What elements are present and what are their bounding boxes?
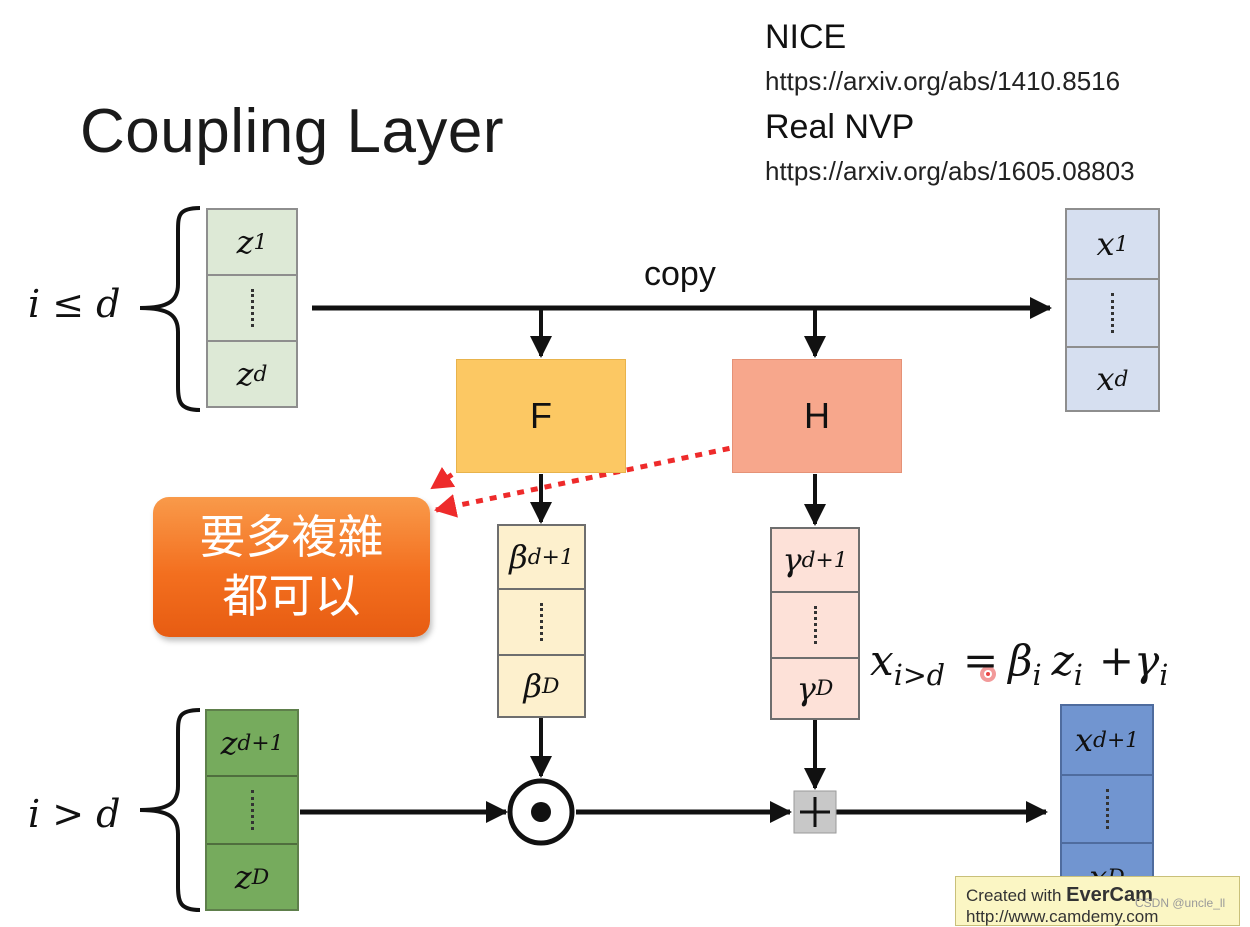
csdn-credit: CSDN @uncle_ll: [1135, 896, 1226, 910]
complexity-callout: 要多複雜 都可以: [153, 497, 430, 637]
ref-name-nice: NICE: [765, 18, 847, 56]
callout-line-2: 都可以: [222, 569, 361, 623]
z-bottom-ellipsis: [207, 777, 297, 845]
copy-label: copy: [644, 255, 716, 293]
function-f-box: F: [456, 359, 626, 473]
ref-name-realnvp: Real NVP: [765, 108, 915, 146]
brace-bottom: [139, 708, 201, 912]
function-h-box: H: [732, 359, 902, 473]
evercam-watermark: Created with EverCam http://www.camdemy.…: [955, 876, 1240, 926]
callout-line-1: 要多複雜: [199, 510, 384, 565]
ref-url-realnvp[interactable]: https://arxiv.org/abs/1605.08803: [765, 156, 1135, 186]
brace-top: [139, 206, 201, 412]
condition-top: i ≤ d: [28, 282, 121, 326]
condition-bottom: i > d: [28, 792, 121, 836]
x-bottom-ellipsis: [1062, 776, 1152, 844]
gamma-ellipsis: [772, 593, 858, 659]
ref-url-nice[interactable]: https://arxiv.org/abs/1410.8516: [765, 66, 1121, 96]
page-title: Coupling Layer: [80, 97, 505, 166]
beta-ellipsis: [499, 590, 584, 656]
z-top-ellipsis: [208, 276, 296, 342]
x-top-ellipsis: [1067, 280, 1158, 348]
